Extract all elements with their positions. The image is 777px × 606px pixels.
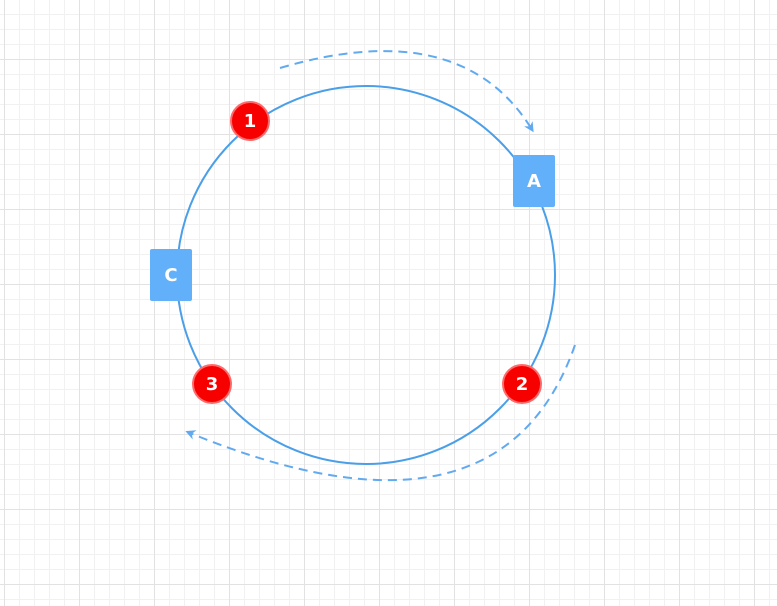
node-c-label: C — [164, 264, 178, 286]
key-badge-1-label: 1 — [243, 110, 257, 132]
node-a-label: A — [527, 170, 541, 192]
node-c[interactable]: C — [150, 249, 192, 301]
clockwise-arrow-bottom — [185, 344, 576, 482]
clockwise-arrow-top — [279, 50, 534, 133]
node-a[interactable]: A — [513, 155, 555, 207]
key-badge-2[interactable]: 2 — [502, 364, 542, 404]
key-badge-3-label: 3 — [205, 373, 219, 395]
key-badge-2-label: 2 — [515, 373, 529, 395]
hash-ring — [176, 85, 556, 465]
key-badge-1[interactable]: 1 — [230, 101, 270, 141]
key-badge-3[interactable]: 3 — [192, 364, 232, 404]
